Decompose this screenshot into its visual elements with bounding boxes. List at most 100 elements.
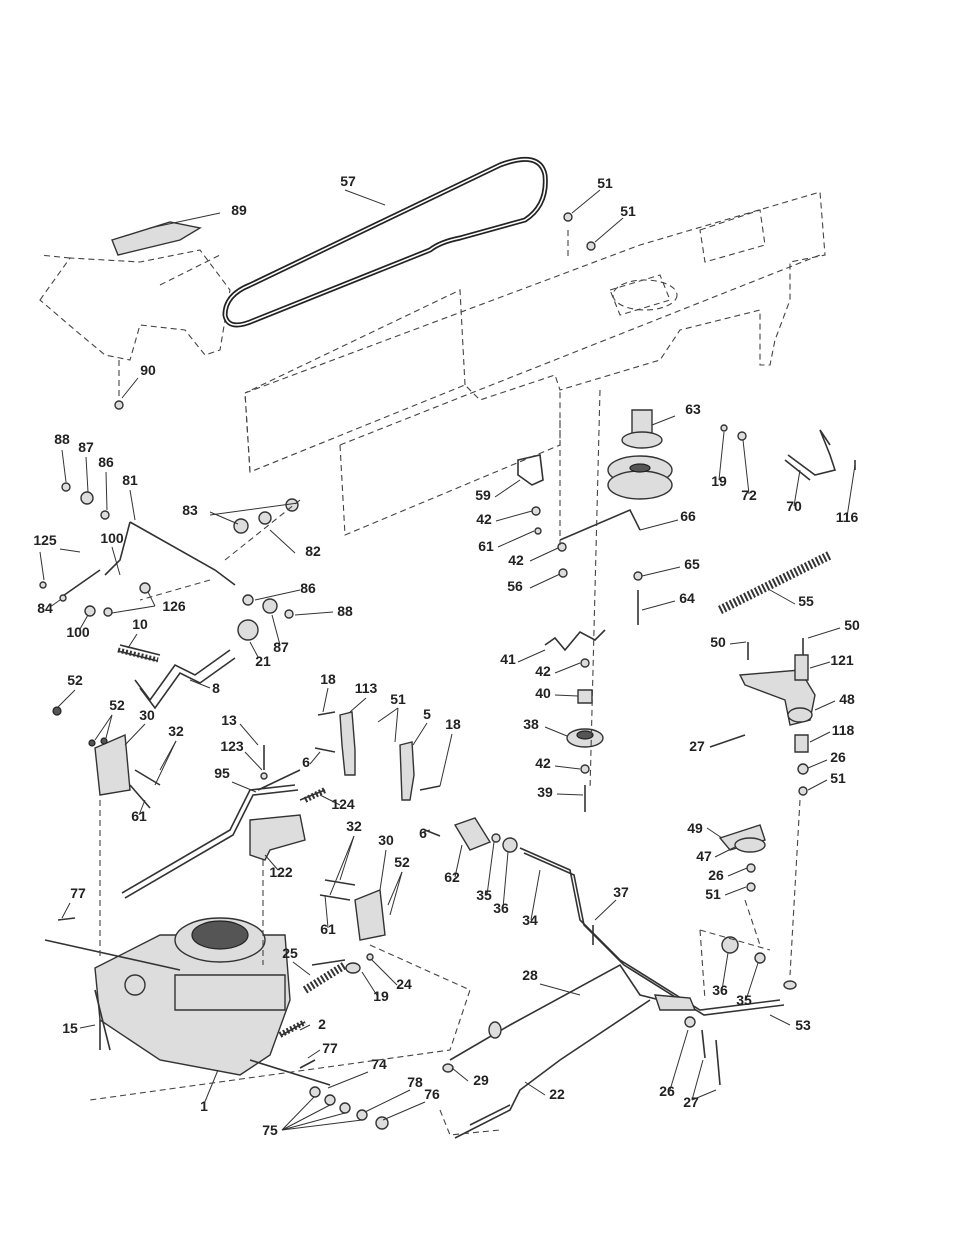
callout-64: 64	[679, 590, 695, 606]
callout-116: 116	[836, 509, 859, 525]
callout-27a: 27	[689, 738, 705, 754]
callout-42d: 42	[535, 755, 551, 771]
callout-63: 63	[685, 401, 701, 417]
callout-87b: 87	[273, 639, 289, 655]
brake-rod	[720, 424, 856, 481]
callout-121: 121	[830, 652, 854, 668]
callout-8: 8	[212, 680, 220, 696]
callout-21: 21	[255, 653, 271, 669]
callout-26c: 26	[659, 1083, 675, 1099]
emblem-bracket	[111, 221, 202, 256]
idler-bracket-right	[709, 638, 816, 892]
callout-48: 48	[839, 691, 855, 707]
callout-81: 81	[122, 472, 138, 488]
callout-61b: 61	[320, 921, 336, 937]
callout-22: 22	[549, 1086, 565, 1102]
callout-50b: 50	[844, 617, 860, 633]
callout-113: 113	[355, 680, 378, 696]
callout-122: 122	[269, 864, 293, 880]
callout-42b: 42	[508, 552, 524, 568]
callout-86b: 86	[300, 580, 316, 596]
callout-24: 24	[396, 976, 412, 992]
callout-35b: 35	[736, 992, 752, 1008]
callout-126: 126	[162, 598, 186, 614]
callout-88a: 88	[54, 431, 70, 447]
springs	[117, 647, 374, 1038]
callout-39: 39	[537, 784, 553, 800]
bracket-left	[52, 706, 161, 809]
callout-66: 66	[680, 508, 696, 524]
nut-51a	[563, 212, 573, 222]
callout-75: 75	[262, 1122, 278, 1138]
callout-13: 13	[221, 712, 237, 728]
callout-40: 40	[535, 685, 551, 701]
callout-27b: 27	[683, 1094, 699, 1110]
callout-124: 124	[331, 796, 355, 812]
callout-18b: 18	[445, 716, 461, 732]
callout-125: 125	[33, 532, 57, 548]
callout-52b: 52	[109, 697, 125, 713]
callout-70: 70	[786, 498, 802, 514]
lift-linkage	[39, 482, 299, 641]
callout-89: 89	[231, 202, 247, 218]
callout-55: 55	[798, 593, 814, 609]
callout-72: 72	[741, 487, 757, 503]
callout-83: 83	[182, 502, 198, 518]
callout-51c: 51	[390, 691, 406, 707]
callout-30b: 30	[378, 832, 394, 848]
callout-49: 49	[687, 820, 703, 836]
callout-118: 118	[832, 722, 855, 738]
callout-6a: 6	[302, 754, 310, 770]
callout-38: 38	[523, 716, 539, 732]
callout-61a: 61	[131, 808, 147, 824]
callout-100a: 100	[100, 530, 124, 546]
leader-lines	[39, 189, 856, 1131]
callout-50a: 50	[710, 634, 726, 650]
callout-36a: 36	[493, 900, 509, 916]
nut-90	[114, 400, 124, 410]
control-shafts	[442, 817, 797, 1139]
callout-32a: 32	[168, 723, 184, 739]
callout-88b: 88	[337, 603, 353, 619]
callout-32b: 32	[346, 818, 362, 834]
bracket-lower	[319, 879, 386, 941]
callout-61c: 61	[478, 538, 494, 554]
callout-52a: 52	[67, 672, 83, 688]
lift-lever	[117, 644, 236, 710]
callout-5: 5	[423, 706, 431, 722]
callout-76: 76	[424, 1086, 440, 1102]
callout-53: 53	[795, 1017, 811, 1033]
callout-42a: 42	[476, 511, 492, 527]
callout-35a: 35	[476, 887, 492, 903]
tension-spring	[717, 550, 833, 615]
callout-62: 62	[444, 869, 460, 885]
alignment-lines	[89, 230, 801, 1136]
callout-86a: 86	[98, 454, 114, 470]
callout-41: 41	[500, 651, 516, 667]
brackets-middle	[314, 711, 441, 837]
callout-36b: 36	[712, 982, 728, 998]
callout-52c: 52	[394, 854, 410, 870]
callout-19b: 19	[373, 988, 389, 1004]
callout-1: 1	[200, 1098, 208, 1114]
callout-100b: 100	[66, 624, 90, 640]
callout-29: 29	[473, 1072, 489, 1088]
callout-25: 25	[282, 945, 298, 961]
callout-30a: 30	[139, 707, 155, 723]
nut-51b	[586, 241, 596, 251]
callout-84: 84	[37, 600, 53, 616]
axle-washers	[309, 1086, 389, 1130]
callout-51b: 51	[620, 203, 636, 219]
callout-95: 95	[214, 765, 230, 781]
callout-47: 47	[696, 848, 712, 864]
callout-51a: 51	[597, 175, 613, 191]
callout-59: 59	[475, 487, 491, 503]
callout-57: 57	[340, 173, 356, 189]
callout-51e: 51	[705, 886, 721, 902]
engine-pulley	[607, 409, 673, 625]
callout-37: 37	[613, 884, 629, 900]
drive-belt	[222, 156, 548, 328]
callout-65: 65	[684, 556, 700, 572]
